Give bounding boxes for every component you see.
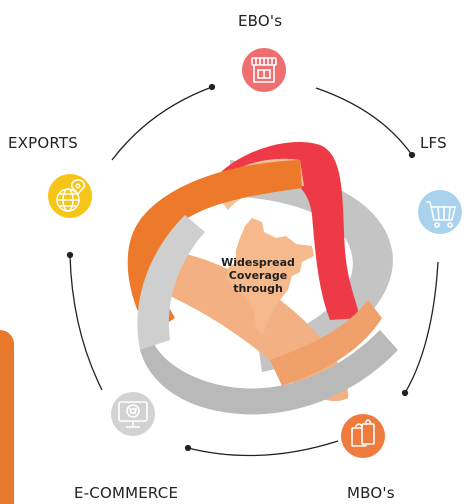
ebos-node [242, 48, 286, 92]
center-line-1: Widespread [221, 256, 295, 269]
center-caption: Widespread Coverage through [210, 256, 306, 295]
arc-lfs-to-mbos [401, 261, 439, 397]
ecommerce-node [111, 392, 155, 436]
center-line-3: through [233, 282, 283, 295]
shopping-bags-icon [351, 419, 375, 447]
exports-label: EXPORTS [8, 134, 79, 152]
india-map-shape [226, 218, 314, 336]
ecommerce-label: E-COMMERCE [74, 484, 179, 502]
storefront-icon [251, 57, 277, 83]
arc-ebos-to-lfs [315, 87, 416, 159]
lfs-label: LFS [420, 134, 447, 152]
shopping-cart-icon [426, 201, 457, 228]
ribbon-orange-lower [270, 300, 382, 386]
ribbon-red [208, 141, 360, 320]
arc-exports-to-ebos [111, 83, 216, 161]
ribbon-knot [127, 141, 398, 415]
connector-arcs [66, 83, 439, 457]
globe-location-icon [56, 179, 85, 212]
online-shop-monitor-icon [118, 401, 148, 428]
center-line-2: Coverage [228, 269, 288, 282]
arc-ecommerce-to-exports [66, 251, 103, 391]
lfs-node [418, 190, 462, 234]
mbos-label: MBO's [347, 484, 395, 502]
ribbon-orange [127, 160, 302, 335]
ribbon-gray-upright [137, 215, 205, 350]
mbos-node [341, 414, 385, 458]
exports-node [48, 174, 92, 218]
ebos-label: EBO's [238, 12, 283, 30]
arc-mbos-to-ecommerce [184, 440, 339, 457]
accent-bar [0, 330, 14, 504]
ribbon-gray-left [140, 330, 398, 415]
